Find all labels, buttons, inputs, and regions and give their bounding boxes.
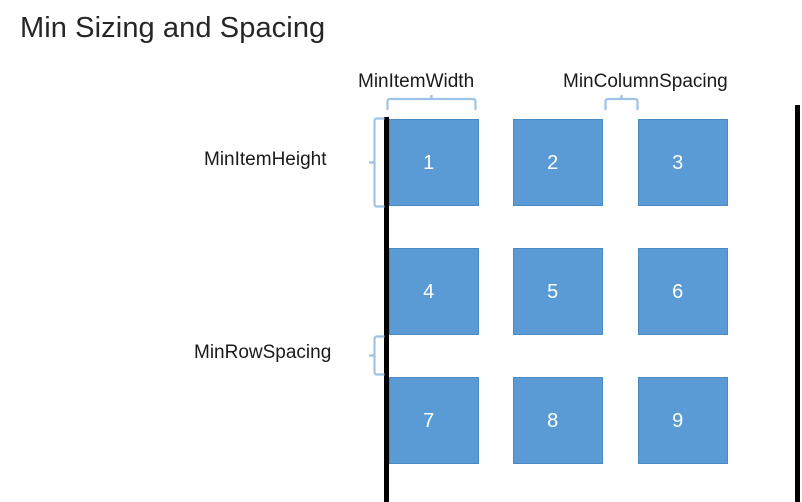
min-item-height-brace-icon [368,117,386,209]
grid-item[interactable]: 9 [638,377,728,464]
grid-item-label: 3 [672,151,684,174]
page-title: Min Sizing and Spacing [20,12,326,44]
grid-item[interactable]: 4 [389,248,479,335]
grid-item[interactable]: 7 [389,377,479,464]
min-column-spacing-brace-icon [604,95,640,111]
min-item-width-brace-icon [386,95,478,111]
grid-item-label: 5 [547,280,559,303]
min-row-spacing-brace-icon [368,335,386,377]
right-boundary-line [795,105,800,502]
min-row-spacing-label: MinRowSpacing [194,342,332,363]
grid-item-label: 8 [547,409,559,432]
grid-item-label: 9 [672,409,684,432]
grid-item-label: 6 [672,280,684,303]
min-item-width-label: MinItemWidth [358,71,475,92]
min-item-height-label: MinItemHeight [204,149,327,170]
grid-item[interactable]: 2 [513,119,603,206]
grid-item[interactable]: 6 [638,248,728,335]
grid-item[interactable]: 5 [513,248,603,335]
grid-item-label: 4 [423,280,435,303]
grid-item[interactable]: 3 [638,119,728,206]
grid-item-label: 2 [547,151,559,174]
grid-item-label: 7 [423,409,435,432]
min-column-spacing-label: MinColumnSpacing [563,71,728,92]
left-boundary-line [384,117,389,502]
grid-item[interactable]: 8 [513,377,603,464]
grid-item-label: 1 [423,151,435,174]
grid-item[interactable]: 1 [389,119,479,206]
